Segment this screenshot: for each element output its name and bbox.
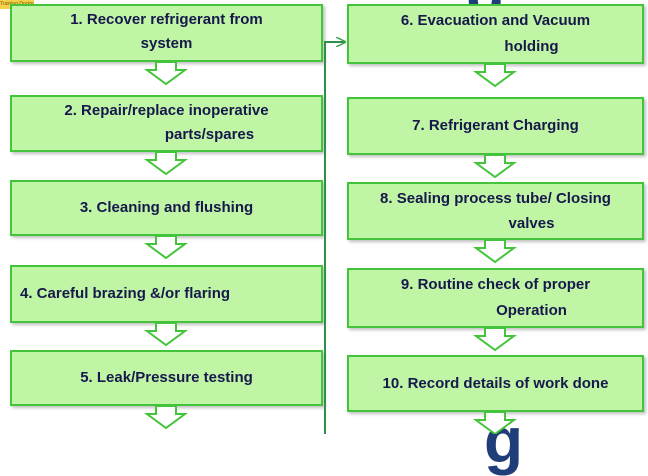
down-arrow-4-icon (143, 322, 189, 347)
step-1-line2: system (140, 35, 193, 52)
down-arrow-9-icon (472, 327, 518, 352)
step-4-box: 4. Careful brazing &/or flaring (10, 265, 323, 323)
flow-arrows (143, 0, 518, 434)
step-7-line1: 7. Refrigerant Charging (412, 117, 579, 134)
step-6-box: 6. Evacuation and Vacuum holding (347, 4, 644, 64)
step-5-line1: 5. Leak/Pressure testing (80, 369, 253, 386)
step-1-box: 1. Recover refrigerant from system (10, 4, 323, 62)
step-10-box: 10. Record details of work done (347, 355, 644, 412)
step-8-line2: valves (508, 215, 555, 232)
down-arrow-3-icon (143, 235, 189, 260)
down-arrow-7-icon (472, 154, 518, 179)
down-arrow-5-icon (143, 405, 189, 430)
step-1-line1: 1. Recover refrigerant from (70, 11, 263, 28)
step-7-box: 7. Refrigerant Charging (347, 97, 644, 155)
step-6-line1: 6. Evacuation and Vacuum (400, 12, 591, 29)
step-8-line1: 8. Sealing process tube/ Closing (380, 190, 611, 207)
down-arrow-6-icon (472, 63, 518, 88)
down-arrow-8-icon (472, 239, 518, 264)
step-6-line2: holding (504, 38, 559, 55)
down-arrow-1-icon (143, 61, 189, 86)
down-arrow-10-icon (472, 411, 518, 434)
step-10-line1: 10. Record details of work done (382, 375, 609, 392)
step-9-line2: Operation (496, 302, 567, 319)
step-8-box: 8. Sealing process tube/ Closing valves (347, 182, 644, 240)
step-3-line1: 3. Cleaning and flushing (79, 199, 254, 216)
step-4-line1: 4. Careful brazing &/or flaring (20, 285, 231, 302)
step-9-box: 9. Routine check of proper Operation (347, 268, 644, 328)
down-arrow-2-icon (143, 151, 189, 176)
step-9-line1: 9. Routine check of proper (400, 276, 591, 293)
connector-line (324, 42, 345, 434)
step-2-line2: parts/spares (164, 126, 255, 143)
step-2-line1: 2. Repair/replace inoperative (64, 102, 269, 119)
step-3-box: 3. Cleaning and flushing (10, 180, 323, 236)
